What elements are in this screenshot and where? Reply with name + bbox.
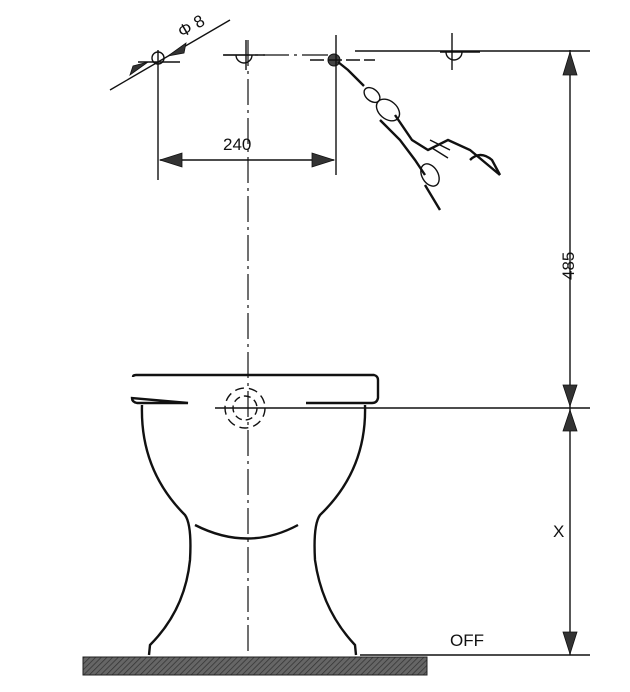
drill-icon: [337, 61, 502, 211]
hole-diameter-label: Φ 8: [175, 11, 209, 41]
floor-reference-label: OFF: [450, 631, 484, 650]
toilet-bowl: [130, 373, 380, 656]
hole-marker-drilled: [310, 35, 375, 175]
arrow-icon: [311, 152, 336, 168]
arrow-icon: [562, 384, 578, 408]
arrow-icon: [562, 50, 578, 76]
hole-spacing-dimension: 240: [158, 135, 336, 168]
hole-diameter-dimension: Φ 8: [109, 11, 231, 91]
height-to-holes-label: 485: [559, 252, 578, 280]
arrow-icon: [129, 61, 149, 77]
wall-holes: [138, 33, 590, 180]
arrow-icon: [167, 42, 187, 57]
height-variable-label: X: [553, 522, 564, 541]
arrow-icon: [158, 152, 183, 168]
hole-spacing-label: 240: [223, 135, 251, 154]
height-dimension: 485 X OFF: [215, 50, 590, 656]
floor-slab: [82, 656, 428, 676]
arrow-icon: [562, 631, 578, 656]
arrow-icon: [562, 408, 578, 432]
